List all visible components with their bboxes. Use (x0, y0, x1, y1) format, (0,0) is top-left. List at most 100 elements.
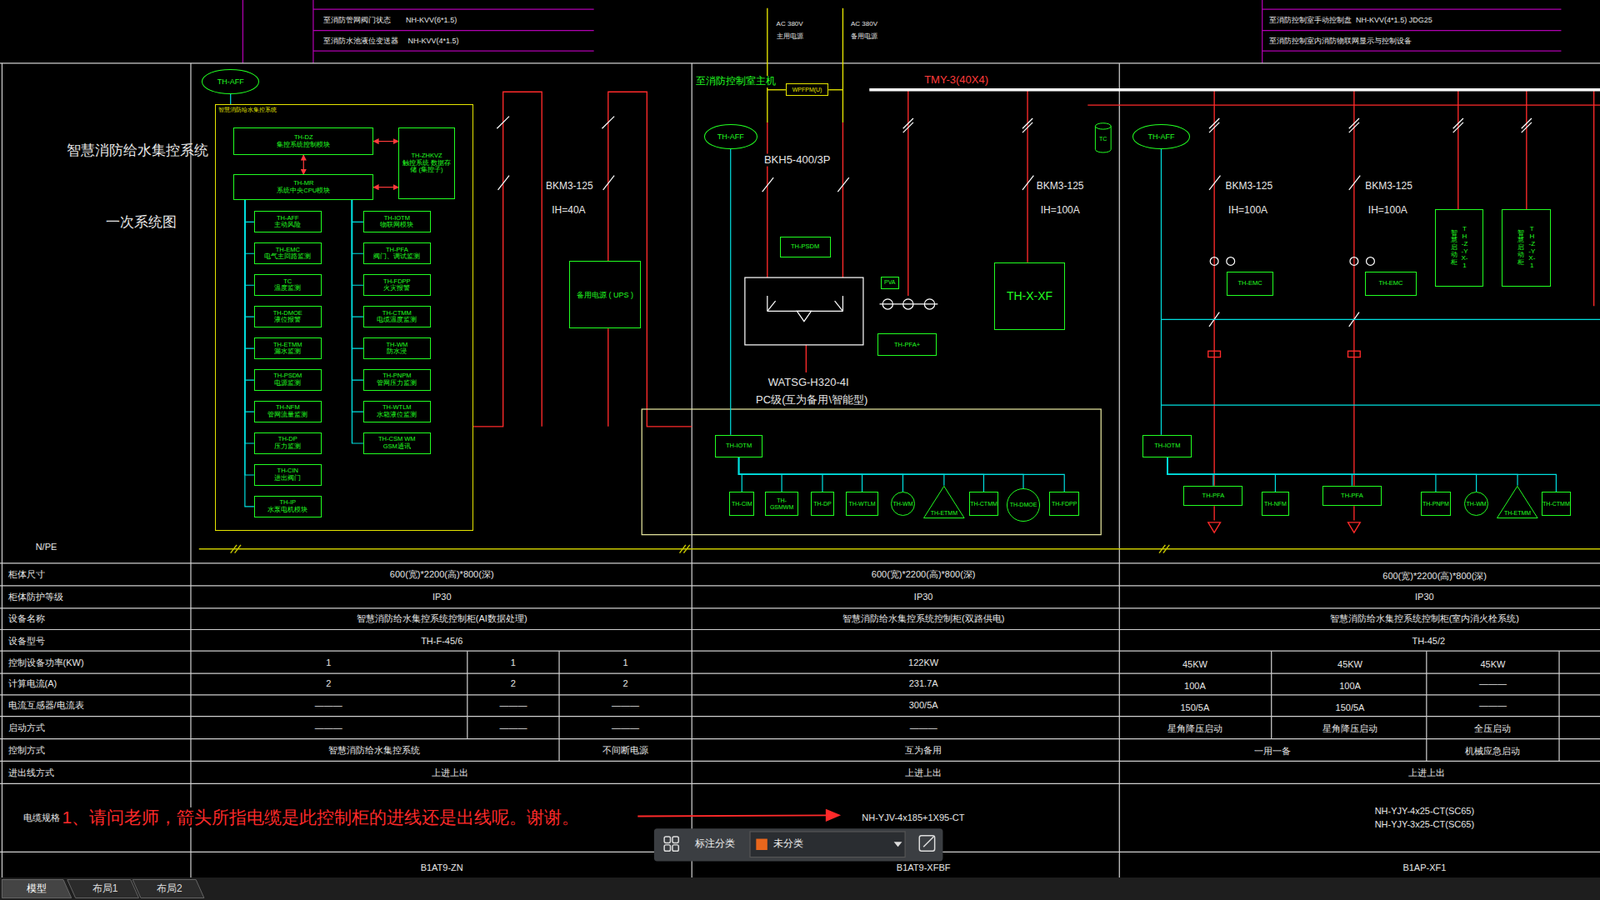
node-text: TH-WTLM (382, 404, 412, 412)
pe-bus-line (199, 548, 1600, 550)
connector (245, 200, 255, 349)
row-header: 控制设备功率(KW) (7, 656, 85, 668)
node-text: 系统中央CPU模块 (276, 187, 330, 195)
table-cell: NH-YJV-4x185+1X95-CT (860, 811, 965, 823)
row-header: 计算电流(A) (7, 678, 59, 690)
power-wire (805, 345, 807, 373)
module-box: TH-IP水泵电机模块 (254, 495, 322, 518)
row-header: 柜体防护等级 (7, 591, 65, 603)
node-text: TH-ETMM (930, 510, 958, 517)
row-header: 电缆规格 (22, 811, 61, 823)
table-cell: 智慧消防给水集控系统控制柜(双路供电) (841, 613, 1005, 625)
node-text: 防水浸 (386, 348, 407, 356)
row-header: 柜体尺寸 (7, 569, 46, 580)
top-wire-line (313, 50, 595, 52)
breaker-symbol (1209, 122, 1220, 133)
ats-switch-symbol (842, 295, 844, 311)
node-text: TH-WTLM (848, 500, 875, 508)
node-text: TH-PFA (385, 246, 409, 255)
connector (245, 200, 255, 254)
triangle-outline (924, 485, 965, 518)
ats-switch-symbol (835, 300, 844, 311)
frame-line (0, 585, 1600, 586)
annotation-toolbar (923, 836, 934, 847)
module-box: TH-ETMM漏水监测 (254, 337, 322, 360)
table-cell: 上进上出 (904, 767, 943, 779)
module-box: TH-MR系统中央CPU模块 (233, 174, 374, 200)
table-cell: 上进上出 (430, 767, 470, 779)
table-cell: ——— (314, 722, 344, 734)
node-text: TH-CIN (277, 467, 299, 475)
node-text: TH-EMC (1378, 280, 1403, 288)
power-wire (1525, 90, 1527, 210)
node-text: 主动风险 (274, 221, 301, 230)
power-source: AC 380V (850, 20, 879, 29)
node-text: TH-ETMM (273, 341, 303, 350)
node-text: 电气主回路监测 (264, 253, 311, 261)
module-box: TH-NFM管网流量监测 (254, 400, 322, 423)
module-box: TC温度监测 (254, 274, 322, 296)
enclosure-outline (641, 409, 1101, 535)
table-cell: IP30 (913, 591, 935, 603)
annotation-toolbar (750, 831, 905, 858)
module-box: TH-EMC (1226, 271, 1274, 296)
node-text: PVA (884, 279, 896, 286)
breaker-symbol (603, 175, 615, 190)
table-cell: TH-45/2 (1410, 635, 1446, 647)
node-text: 智慧消防给水集控系统 (218, 106, 277, 114)
frame-line (190, 63, 191, 878)
breaker-model: BKM3-125 (1364, 180, 1414, 193)
frame-line (0, 562, 1600, 564)
annotation-toolbar (654, 828, 944, 861)
breaker-model: BKM3-125 (545, 180, 595, 193)
node-text: WPFPM(U) (792, 86, 823, 94)
row-header: 启动方式 (7, 722, 46, 734)
node-text: TH-PNPM (382, 372, 411, 380)
module-box: TH-DMOE液位报警 (254, 305, 322, 328)
frame-line (0, 760, 1600, 762)
sensor-circle: TH-WM (890, 491, 915, 516)
module-box: TH-CIN进出阀门 (254, 464, 322, 486)
breaker-symbol (1022, 122, 1033, 133)
connector (245, 200, 255, 507)
node-text: TH-PSDM (790, 243, 820, 251)
table-cell: IP30 (431, 591, 453, 603)
module-box: TH-EMC (1365, 271, 1416, 296)
connector (373, 186, 399, 188)
sensor-box: TH-FDPP (1049, 491, 1080, 516)
table-cell: 智慧消防给水集控系统控制柜(室内消火栓系统) (1329, 613, 1520, 625)
node-text: TH-NFM (1264, 500, 1287, 508)
breaker-symbol (496, 116, 510, 130)
layout-tab-bar (0, 877, 1600, 900)
power-source: AC 380V (775, 20, 805, 29)
frame-line (0, 650, 1600, 652)
connector (1167, 457, 1518, 486)
node-text: 触控系统 数据存储 (集控子) (399, 160, 455, 175)
sensor-triangle: TH-ETMM (923, 485, 965, 519)
sensor-symbol (1350, 257, 1359, 266)
connector (730, 149, 731, 435)
module-box: TH-PFA阀门、调试监测 (363, 242, 431, 265)
module-box: TH-IOTM (715, 435, 762, 458)
power-wire (766, 122, 768, 278)
connector (351, 200, 363, 349)
frame-line (1, 63, 3, 878)
ats-model: WATSG-H320-4I (767, 376, 850, 390)
connector (245, 200, 255, 222)
frame-line (1425, 650, 1427, 761)
table-cell: 1 (325, 656, 332, 668)
table-cell: B1AT9-XFBF (895, 861, 952, 873)
ats-model: PC级(互为备用\智能型) (755, 394, 869, 407)
sensor-box: TH-CTMM (1541, 491, 1572, 516)
node-text: 管网流量监测 (267, 411, 308, 420)
table-cell: 星角降压启动 (1321, 723, 1379, 735)
node-text: 水泵电机模块 (267, 506, 308, 515)
power-wire (473, 90, 1600, 533)
cable-spec: NH-KVV(4*1.5) (407, 36, 460, 45)
row-header: 控制方式 (7, 745, 46, 756)
module-box: TH-PNPM管网压力监测 (363, 369, 431, 391)
connector (245, 200, 255, 475)
node-text: TH-CSM WM (378, 435, 416, 444)
toolbar-label: 标注分类 (694, 838, 736, 850)
module-box: TH-PSDM (780, 236, 831, 257)
